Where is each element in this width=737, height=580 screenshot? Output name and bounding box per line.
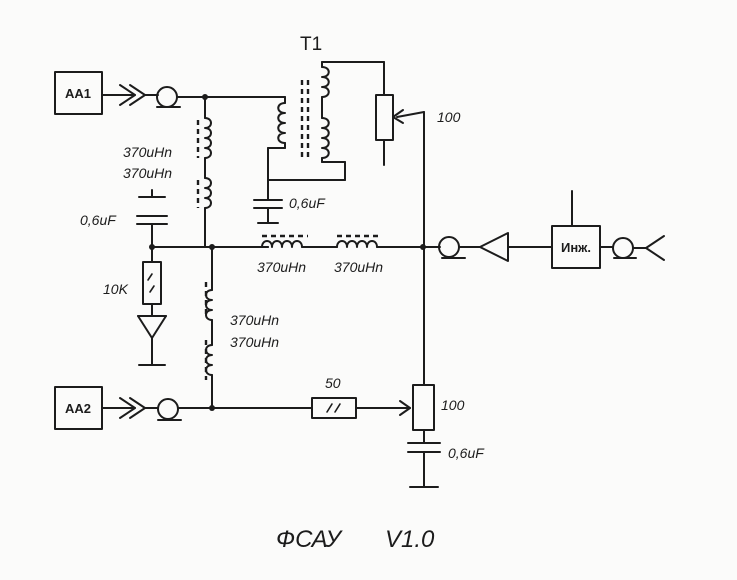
label-c-left: 0,6uF [80,212,117,228]
choke-mid-left [204,246,213,409]
diagram-version: V1.0 [385,526,435,553]
diode [137,315,167,366]
label-r-pot-top: 100 [437,109,461,125]
label-l-top-2: 370uHn [123,165,172,181]
injector-connector [422,232,553,262]
transformer-t1 [267,61,385,181]
label-l-top-1: 370uHn [123,144,172,160]
choke-horizontal [211,234,424,248]
label-c-trafo: 0,6uF [289,195,326,211]
transformer-name: T1 [300,34,322,55]
resistor-10k [142,246,162,317]
aa2-label: АА2 [65,401,91,416]
label-l-mid-2: 370uHn [230,334,279,350]
aa1-antenna-arrow [101,84,146,106]
aa2-connector [144,398,213,421]
aa1-connector [144,86,206,108]
potentiometer-top [375,94,425,141]
label-l-horiz-2: 370uHn [334,259,383,275]
aa1-block [54,71,103,115]
potentiometer-bottom [412,384,435,444]
diagram-title: ФСАУ [276,526,343,553]
resistor-series-50 [211,397,411,419]
choke-top-left [196,96,212,248]
label-c-bottom: 0,6uF [448,445,485,461]
label-r-pot-bottom: 100 [441,397,465,413]
label-l-mid-1: 370uHn [230,312,279,328]
label-r-left: 10K [103,281,129,297]
capacitor-trafo [253,179,283,224]
label-l-horiz-1: 370uHn [257,259,306,275]
injector-input-connector [599,235,665,261]
aa2-antenna-arrow [101,397,146,419]
injector-label: Инж. [561,240,591,255]
capacitor-left [136,189,168,248]
label-r-series: 50 [325,375,341,391]
aa1-label: АА1 [65,86,91,101]
capacitor-bottom [407,442,441,488]
